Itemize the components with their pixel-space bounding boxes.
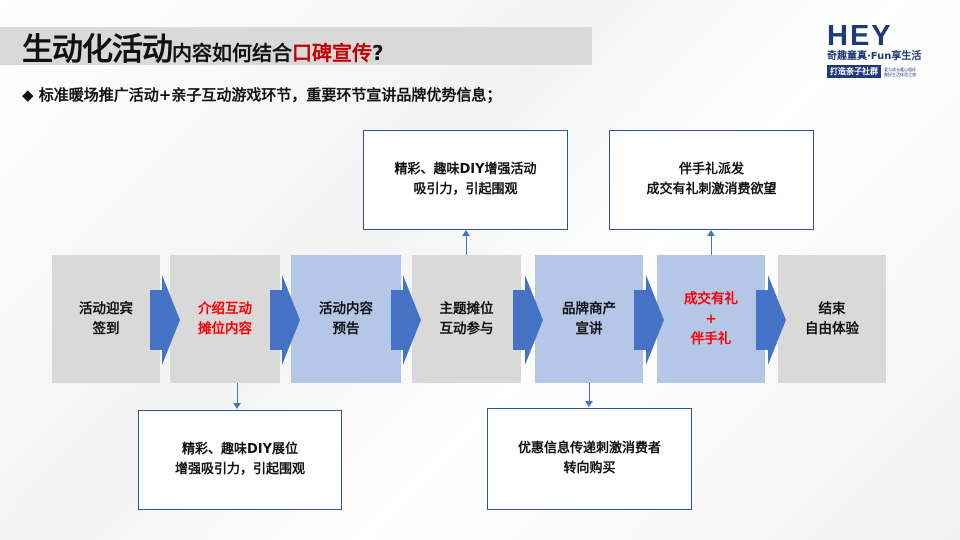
arrowhead-down-icon — [585, 401, 593, 407]
title-bar — [0, 27, 592, 65]
step-text: 互动参与 — [439, 321, 494, 337]
step-text: 活动内容 — [319, 301, 373, 317]
callout-text: 增强吸引力，引起围观 — [174, 462, 305, 477]
logo-brand: HEY — [827, 20, 893, 52]
callout-diy-booth: 精彩、趣味DIY展位增强吸引力，引起围观 — [138, 410, 342, 510]
brand-logo: HEY 奇趣童真·Fun享生活 打造亲子社群 爱与成长暖心相伴美好生活体验之旅 — [827, 22, 957, 78]
flow-arrow-icon — [270, 275, 300, 365]
arrowhead-down-icon — [233, 403, 241, 409]
step-preview: 活动内容预告 — [291, 255, 401, 383]
step-text: 摊位内容 — [198, 321, 252, 337]
connector-line — [237, 383, 238, 404]
step-text: 介绍互动 — [198, 301, 252, 317]
logo-tagline: 奇趣童真·Fun享生活 — [827, 51, 922, 62]
callout-text: 伴手礼派发 — [678, 162, 744, 177]
step-brand-talk: 品牌商产宣讲 — [535, 255, 643, 383]
step-text: 活动迎宾 — [79, 301, 133, 317]
flow-arrow-icon — [513, 275, 543, 365]
flow-arrow-icon — [756, 275, 786, 365]
callout-text: 精彩、趣味DIY增强活动 — [394, 162, 537, 177]
step-text: 成交有礼 — [684, 291, 738, 307]
step-text: 伴手礼 — [690, 331, 732, 347]
callout-text: 精彩、趣味DIY展位 — [181, 442, 299, 457]
logo-small-2: 美好生活体验之旅 — [884, 71, 916, 77]
callout-promo: 优惠信息传递刺激消费者转向购买 — [487, 408, 692, 510]
title-end: ? — [372, 41, 384, 65]
arrowhead-up-icon — [707, 230, 715, 236]
step-text: 自由体验 — [805, 321, 859, 337]
title-red: 口碑宣传 — [292, 41, 372, 65]
callout-text: 吸引力，引起围观 — [413, 182, 518, 197]
step-checkin: 活动迎宾签到 — [52, 255, 160, 383]
step-deal-gift: 成交有礼 + 伴手礼 — [657, 255, 765, 383]
step-text: 结束 — [818, 301, 846, 317]
connector-line — [711, 235, 712, 255]
flow-arrow-icon — [150, 275, 180, 365]
callout-text: 转向购买 — [563, 461, 616, 476]
step-introduce-booths: 介绍互动摊位内容 — [170, 255, 280, 383]
page-title: 生动化活动内容如何结合口碑宣传? — [22, 24, 384, 69]
logo-small-1: 爱与成长暖心相伴 — [884, 66, 916, 72]
subtitle: ◆ 标准暖场推广活动+亲子互动游戏环节，重要环节宣讲品牌优势信息； — [22, 86, 502, 104]
title-bold: 生动化活动 — [22, 32, 173, 68]
flow-arrow-icon — [634, 275, 664, 365]
connector-line — [466, 235, 467, 255]
step-text: 品牌商产 — [562, 301, 616, 317]
step-end: 结束自由体验 — [778, 255, 886, 383]
flow-arrow-icon — [391, 275, 421, 365]
step-theme-booth: 主题摊位互动参与 — [412, 255, 521, 383]
step-text: 主题摊位 — [439, 301, 494, 317]
step-text: 签到 — [92, 321, 120, 337]
callout-text: 优惠信息传递刺激消费者 — [517, 441, 661, 456]
callout-text: 成交有礼刺激消费欲望 — [646, 182, 777, 197]
logo-badge: 打造亲子社群 — [827, 65, 881, 78]
connector-line — [589, 383, 590, 402]
title-mid: 内容如何结合 — [172, 41, 292, 65]
step-text: + — [705, 311, 717, 327]
step-text: 预告 — [332, 321, 360, 337]
step-text: 宣讲 — [575, 321, 603, 337]
arrowhead-up-icon — [462, 230, 470, 236]
callout-diy-activity: 精彩、趣味DIY增强活动吸引力，引起围观 — [363, 130, 568, 230]
callout-gift: 伴手礼派发成交有礼刺激消费欲望 — [609, 130, 814, 230]
